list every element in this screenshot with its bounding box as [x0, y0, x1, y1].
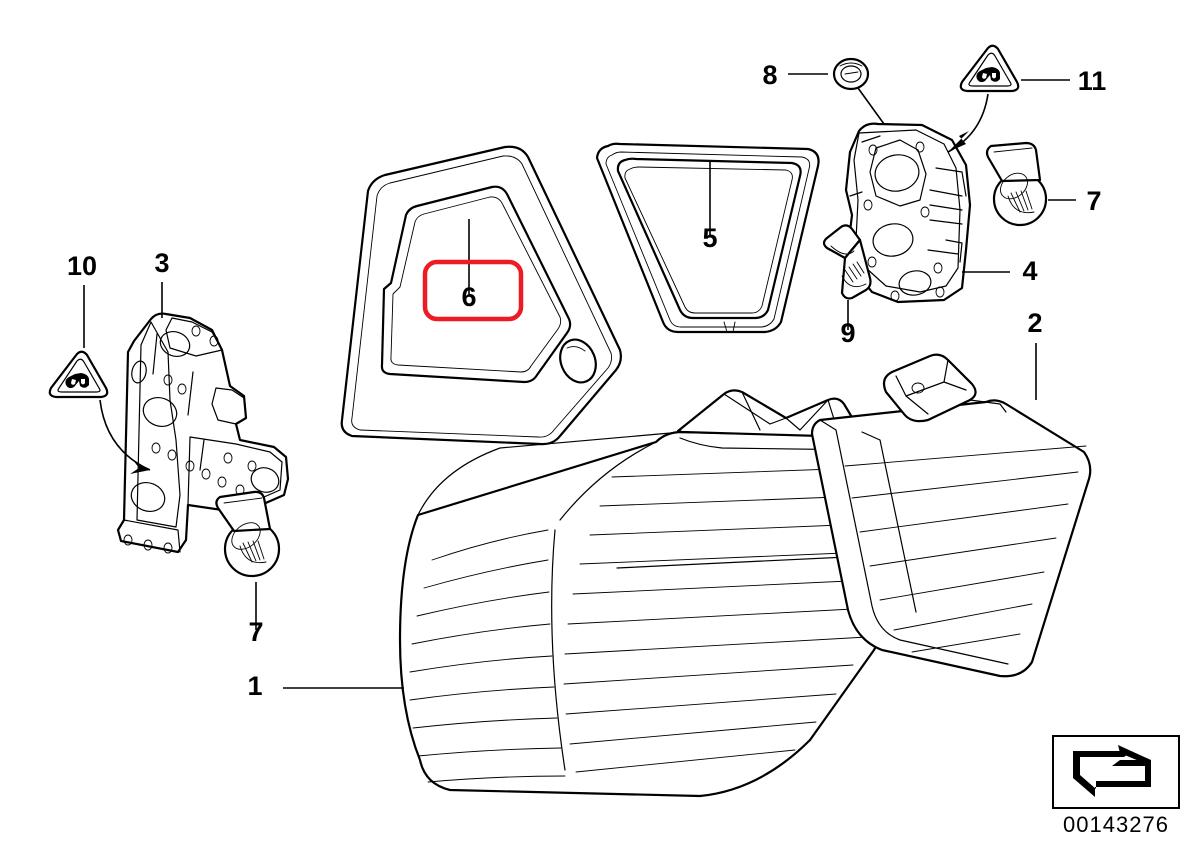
callout-9[interactable]: 9 — [840, 318, 855, 348]
part-bulb-carrier-right[interactable] — [844, 122, 972, 304]
diagram-id-block: 00143276 — [1052, 735, 1180, 837]
diagram-id-icon-frame — [1052, 735, 1180, 809]
highlight-box-callout-6 — [422, 259, 524, 322]
callout-4[interactable]: 4 — [1022, 256, 1037, 286]
callout-10[interactable]: 10 — [67, 251, 97, 281]
callout-labels: 1 2 3 4 5 6 7 7 8 9 10 11 — [67, 60, 1106, 701]
callout-1[interactable]: 1 — [247, 671, 262, 701]
part-bulb-bayonet-left[interactable] — [215, 490, 281, 578]
callout-7-right[interactable]: 7 — [1086, 186, 1101, 216]
part-tail-light-lens-body[interactable] — [398, 389, 879, 798]
part-bulb-wedge[interactable] — [822, 224, 872, 300]
callout-7-left[interactable]: 7 — [248, 617, 263, 647]
callout-3[interactable]: 3 — [154, 248, 169, 278]
part-gasket-triangular[interactable] — [595, 142, 820, 334]
part-nut-grommet[interactable] — [832, 57, 870, 91]
callout-8[interactable]: 8 — [762, 60, 777, 90]
part-trunk-lid-tail-light[interactable] — [810, 353, 1092, 678]
part-bulb-bayonet-right[interactable] — [985, 141, 1048, 227]
callout-6[interactable]: 6 — [461, 282, 476, 312]
callout-11[interactable]: 11 — [1078, 66, 1107, 96]
view-direction-arrow-icon — [1073, 745, 1151, 797]
callout-2[interactable]: 2 — [1027, 308, 1042, 338]
part-gasket-irregular[interactable] — [340, 145, 622, 446]
warning-triangle-left-icon — [48, 350, 151, 474]
leader-lines — [83, 73, 1076, 689]
diagram-id-number: 00143276 — [1063, 812, 1169, 837]
callout-5[interactable]: 5 — [702, 223, 717, 253]
leader-line-8b — [857, 87, 885, 125]
warning-triangle-right-icon — [947, 44, 1020, 153]
